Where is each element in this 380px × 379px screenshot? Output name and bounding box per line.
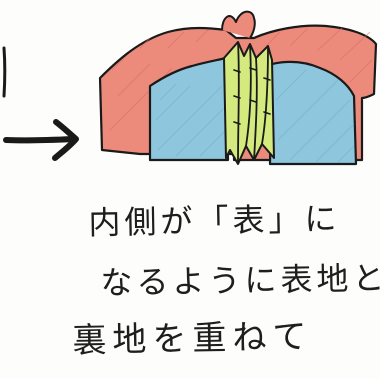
lining-right-panel bbox=[268, 60, 358, 166]
spine-pleats bbox=[223, 41, 275, 165]
left-edge-mark bbox=[2, 46, 7, 98]
right-arrow-icon bbox=[3, 119, 79, 161]
lining-left-panel bbox=[148, 56, 230, 162]
top-bow bbox=[221, 10, 256, 39]
